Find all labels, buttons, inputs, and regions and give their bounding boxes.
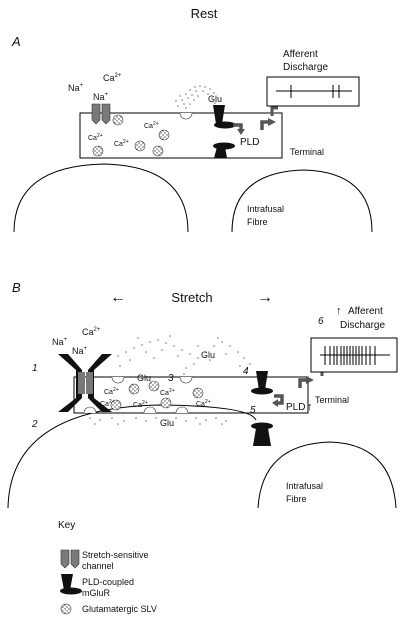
step-6: 6 [318, 316, 324, 327]
slv-vesicle [192, 387, 204, 399]
discharge-trace-a [276, 85, 352, 98]
slv-vesicle [152, 145, 164, 157]
glutamate-cloud-b-bottom [89, 417, 227, 425]
glu-label: Glu [208, 94, 222, 104]
discharge-label-b-line2: Discharge [340, 320, 385, 331]
slv-vesicle-icon [60, 603, 72, 615]
panel-b-label: B [12, 280, 21, 295]
vesicle-group-b [110, 380, 204, 411]
panel-a-title: Rest [191, 6, 218, 21]
stretch-arrow-right: → [257, 289, 273, 306]
panel-b-title: Stretch [171, 290, 212, 305]
ca-inside-b-2: Ca2+ [160, 388, 175, 397]
mglur-receptor-icon [251, 371, 273, 395]
ca-inside-b-4: Ca2+ [133, 400, 148, 409]
pld-label-b: PLD [286, 402, 305, 413]
terminal-label-b: Terminal [315, 395, 349, 405]
discharge-trace-b [324, 346, 376, 365]
ca-inside-b-1: Ca2+ [104, 387, 119, 396]
mglur-receptor-icon [251, 422, 273, 446]
fibre-label-b-line2: Fibre [286, 494, 307, 504]
mglur-receptor-icon [213, 142, 235, 158]
step-1: 1 [32, 363, 38, 374]
step-4: 4 [243, 366, 249, 377]
output-arrow [260, 120, 270, 130]
stretch-arrow-left: ← [110, 289, 126, 306]
na-outside-b: Na+ [52, 337, 68, 347]
discharge-label-line1: Afferent [283, 49, 318, 60]
discharge-label-line2: Discharge [283, 62, 328, 73]
pld-label: PLD [240, 137, 259, 148]
na-outside: Na+ [68, 83, 84, 93]
slv-vesicle [160, 397, 172, 409]
na-at-channel-b: Na+ [72, 346, 88, 356]
glutamate-cloud-a [175, 85, 217, 109]
discharge-label-b-line1: Afferent [348, 306, 383, 317]
ca-inside-b-3: Ca2+ [100, 399, 115, 408]
glu-label-b-mid: Glu [137, 373, 151, 383]
exocytosis-pocket [179, 112, 193, 120]
muscle-fibre-left-b [7, 404, 257, 509]
slv-vesicle [158, 129, 170, 141]
fibre-label-line1: Intrafusal [247, 204, 284, 214]
slv-vesicle [128, 383, 140, 395]
key-item-2-line1: PLD-coupled [82, 577, 134, 587]
ca-inside-1: Ca2+ [88, 133, 103, 142]
vesicle-group-a [92, 114, 170, 157]
slv-vesicle [134, 140, 146, 152]
mglur-receptor-icon [60, 574, 82, 595]
stretch-sensitive-channel-icon [60, 549, 80, 569]
key-item-1-line2: channel [82, 561, 114, 571]
stretch-sensitive-channel-icon [91, 103, 111, 125]
output-arrow-b [298, 378, 308, 388]
muscle-fibre-left [13, 163, 189, 233]
key-item-3-line1: Glutamatergic SLV [82, 604, 157, 614]
pld-increase-arrow: ↑ [307, 401, 313, 413]
key-item-1-line1: Stretch-sensitive [82, 550, 149, 560]
intrafusal-fibre-right [231, 169, 373, 233]
legend-key: Key Stretch-sensitive channel PLD-couple… [58, 520, 157, 615]
ca-inside-3: Ca2+ [114, 139, 129, 148]
key-title: Key [58, 520, 75, 531]
intrafusal-fibre-right-b [257, 441, 397, 509]
panel-b: B ← Stretch → Intrafusal Fibre Terminal … [7, 280, 398, 509]
slv-vesicle [92, 145, 104, 157]
terminal-label: Terminal [290, 147, 324, 157]
panel-a: Rest A Intrafusal Fibre Terminal Na+ Ca2… [11, 6, 373, 233]
slv-vesicle [148, 380, 160, 392]
step-5: 5 [250, 405, 256, 416]
fibre-label-b-line1: Intrafusal [286, 481, 323, 491]
key-item-2-line2: mGluR [82, 588, 111, 598]
glutamate-cloud-b [117, 335, 251, 375]
pld-arrow-b [274, 394, 284, 405]
stretch-sensitive-channel-icon [58, 354, 112, 412]
slv-vesicle [110, 399, 122, 411]
discharge-increase-arrow: ↑ [336, 305, 342, 317]
ca-inside-b-5: Ca2+ [196, 399, 211, 408]
mglur-receptor-icon [213, 105, 236, 129]
ca-outside-b: Ca2+ [82, 327, 101, 337]
ca-inside-2: Ca2+ [144, 121, 159, 130]
glu-label-b-top: Glu [201, 350, 215, 360]
fibre-label-line2: Fibre [247, 217, 268, 227]
step-2: 2 [31, 419, 38, 430]
pld-arrow [233, 123, 243, 130]
na-at-channel: Na+ [93, 92, 109, 102]
glu-label-b-bottom: Glu [160, 418, 174, 428]
ca-outside: Ca2+ [103, 73, 122, 83]
panel-a-label: A [11, 34, 21, 49]
slv-vesicle [112, 114, 124, 126]
step-3: 3 [168, 373, 174, 384]
